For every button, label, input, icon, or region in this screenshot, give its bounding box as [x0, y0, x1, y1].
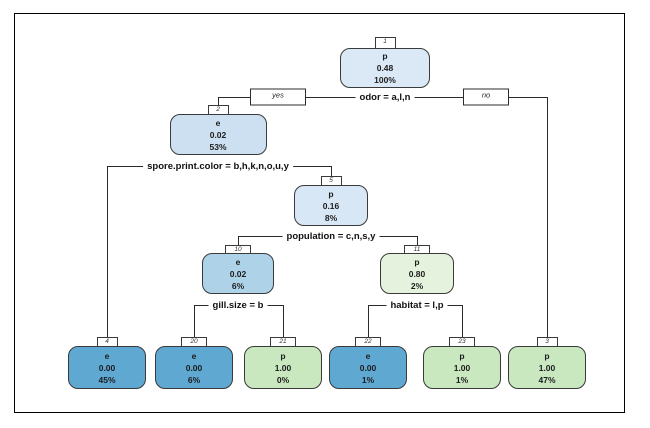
node-22-prob: 0.00: [359, 362, 377, 373]
node-21-pct: 0%: [276, 374, 290, 385]
branch-line-v: [462, 305, 464, 338]
node-2-prob: 0.02: [209, 129, 227, 140]
node-10-class: e: [235, 256, 241, 267]
node-2-class: e: [215, 117, 221, 128]
node-21-class: p: [280, 350, 286, 361]
branch-line-v: [331, 166, 333, 177]
branch-line-v: [218, 97, 220, 106]
node-20-pct: 6%: [187, 374, 201, 385]
split-label-node-5: population = c,n,s,y: [282, 231, 380, 242]
node-2-pct: 53%: [209, 141, 227, 152]
node-4-pct: 45%: [98, 374, 116, 385]
node-21-prob: 1.00: [274, 362, 292, 373]
node-1-class: p: [382, 51, 388, 61]
node-11-prob: 0.80: [408, 268, 426, 279]
split-label-node-1: odor = a,l,n: [355, 92, 415, 103]
node-3-pct: 47%: [538, 374, 556, 385]
node-10-prob: 0.02: [229, 268, 247, 279]
node-11-class: p: [414, 256, 420, 267]
node-23-class: p: [459, 350, 465, 361]
node-10-pct: 6%: [231, 280, 245, 291]
branch-line-v: [368, 305, 370, 338]
branch-line-v: [283, 305, 285, 338]
node-22-class: e: [365, 350, 371, 361]
node-20-class: e: [191, 350, 197, 361]
plot-border: [14, 13, 625, 413]
node-1-prob: 0.48: [376, 63, 394, 73]
node-5-class: p: [328, 188, 334, 199]
node-5-pct: 8%: [324, 212, 338, 223]
node-3-prob: 1.00: [538, 362, 556, 373]
branch-line-v: [194, 305, 196, 338]
node-4-prob: 0.00: [98, 362, 116, 373]
split-label-node-10: gill.size = b: [208, 300, 268, 311]
branch-line-v: [107, 166, 109, 338]
node-11-pct: 2%: [410, 280, 424, 291]
node-4-class: e: [104, 350, 110, 361]
node-22-pct: 1%: [361, 374, 375, 385]
branch-line-v: [547, 97, 549, 338]
node-5-prob: 0.16: [322, 200, 340, 211]
branch-line-v: [238, 236, 240, 246]
split-label-node-11: habitat = l,p: [386, 300, 448, 311]
node-23-pct: 1%: [455, 374, 469, 385]
node-3-class: p: [544, 350, 550, 361]
node-1-pct: 100%: [374, 75, 396, 85]
split-label-node-2: spore.print.color = b,h,k,n,o,u,y: [143, 161, 293, 172]
branch-label-no: no: [463, 88, 509, 106]
node-20-prob: 0.00: [185, 362, 203, 373]
node-1-box: p 0.48 100%: [340, 48, 430, 88]
branch-line-v: [417, 236, 419, 246]
branch-label-yes: yes: [250, 88, 306, 106]
node-23-prob: 1.00: [453, 362, 471, 373]
